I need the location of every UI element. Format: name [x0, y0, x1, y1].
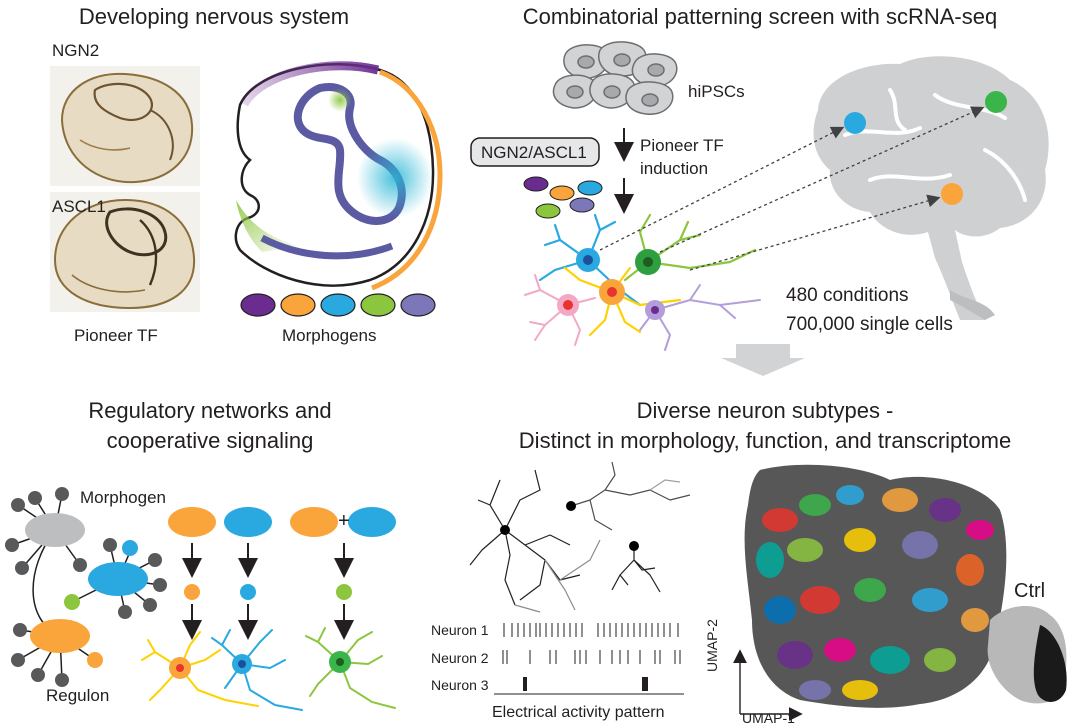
umap-cluster-patch — [824, 638, 856, 662]
signaling-columns — [168, 507, 396, 640]
umap-embedding — [733, 464, 1067, 721]
raster-plot — [494, 623, 684, 695]
title-diverse-neurons-1: Diverse neuron subtypes - — [636, 398, 894, 423]
title-regulatory-networks-2: cooperative signaling — [106, 428, 314, 453]
raster-caption: Electrical activity pattern — [492, 704, 665, 721]
brain-region-blue — [844, 112, 866, 134]
raster-label-neuron-1: Neuron 1 — [431, 622, 489, 638]
raster-label-neuron-3: Neuron 3 — [431, 677, 489, 693]
hipsc-cluster — [552, 41, 678, 115]
outcome-neurons — [141, 627, 396, 711]
umap-cluster-patch — [764, 596, 796, 624]
label-ngn2: NGN2 — [52, 41, 100, 60]
umap-cluster-patch — [882, 488, 918, 512]
mapping-arrows — [599, 106, 985, 271]
plus-sign: + — [338, 510, 350, 532]
umap-cluster-patch — [854, 578, 886, 602]
umap-x-label: UMAP-1 — [742, 710, 795, 726]
umap-cluster-patch — [800, 586, 840, 614]
label-morphogen: Morphogen — [80, 488, 167, 507]
brain-region-green — [985, 91, 1007, 113]
umap-cluster-patch — [777, 641, 813, 669]
umap-cluster-patch — [956, 554, 984, 586]
title-regulatory-networks-1: Regulatory networks and — [88, 398, 332, 423]
title-developing-nervous-system: Developing nervous system — [78, 4, 350, 29]
embryo-morphogen-schematic — [234, 61, 443, 291]
umap-cluster-patch — [762, 508, 798, 532]
umap-cluster-patch — [902, 531, 938, 559]
umap-cluster-patch — [870, 646, 910, 674]
umap-cluster-patch — [929, 498, 961, 522]
umap-cluster-patch — [787, 538, 823, 562]
morphogen-legend — [240, 293, 436, 317]
umap-cluster-patch — [924, 648, 956, 672]
neuron-morphologies — [469, 461, 691, 613]
umap-cluster-patch — [799, 494, 831, 516]
brain-illustration — [813, 56, 1049, 321]
brain-region-orange — [941, 183, 963, 205]
umap-cluster-patch — [844, 528, 876, 552]
caption-pioneer-tf: Pioneer TF — [74, 326, 158, 345]
morphogen-mini-legend — [523, 176, 603, 219]
umap-cluster-patch — [912, 588, 948, 612]
transition-arrow — [721, 344, 805, 376]
umap-cluster-patch — [799, 680, 831, 700]
label-pioneer-induction-2: induction — [640, 159, 709, 178]
umap-cluster-patch — [966, 520, 994, 540]
title-diverse-neurons-2: Distinct in morphology, function, and tr… — [518, 428, 1012, 453]
stat-conditions: 480 conditions — [786, 285, 909, 306]
label-ascl1: ASCL1 — [52, 197, 106, 216]
umap-cluster-patch — [842, 680, 878, 700]
regulatory-network — [5, 487, 167, 687]
umap-cluster-patch — [836, 485, 864, 505]
neuron-cluster — [524, 213, 761, 351]
embryo-section-ascl1 — [50, 192, 200, 312]
tf-box-label: NGN2/ASCL1 — [481, 143, 587, 162]
embryo-section-ngn2 — [50, 66, 200, 186]
umap-y-label: UMAP-2 — [704, 619, 720, 672]
label-regulon: Regulon — [46, 686, 110, 705]
label-ctrl: Ctrl — [1014, 580, 1046, 602]
stat-cells: 700,000 single cells — [786, 314, 953, 335]
raster-label-neuron-2: Neuron 2 — [431, 650, 489, 666]
caption-morphogens: Morphogens — [282, 326, 377, 345]
umap-cluster-patch — [961, 608, 989, 632]
label-hipscs: hiPSCs — [688, 82, 745, 101]
title-combinatorial-screen: Combinatorial patterning screen with scR… — [522, 4, 998, 29]
tf-box — [470, 137, 600, 167]
label-pioneer-induction-1: Pioneer TF — [640, 136, 724, 155]
umap-cluster-patch — [756, 542, 784, 578]
